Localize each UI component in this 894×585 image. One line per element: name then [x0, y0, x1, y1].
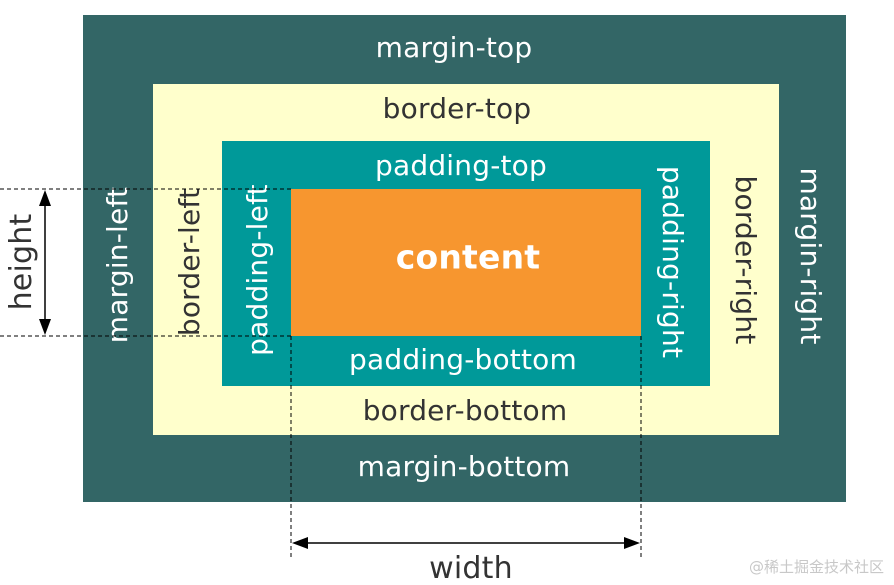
margin-bottom-label: margin-bottom [357, 450, 571, 483]
height-arrow-head-top [39, 190, 51, 206]
border-bottom-label: border-bottom [362, 394, 568, 427]
width-arrow-head-right [624, 537, 640, 549]
margin-top-label: margin-top [375, 31, 533, 64]
width-arrow-head-left [292, 537, 308, 549]
height-label: height [4, 213, 39, 311]
border-top-label: border-top [382, 92, 532, 125]
watermark-text: @稀土掘金技术社区 [748, 558, 884, 576]
content-area [291, 189, 641, 336]
width-label: width [429, 551, 513, 585]
padding-top-label: padding-top [375, 149, 547, 182]
height-arrow-head-bottom [39, 319, 51, 335]
content-label: content [395, 237, 541, 277]
padding-bottom-label: padding-bottom [349, 343, 577, 376]
